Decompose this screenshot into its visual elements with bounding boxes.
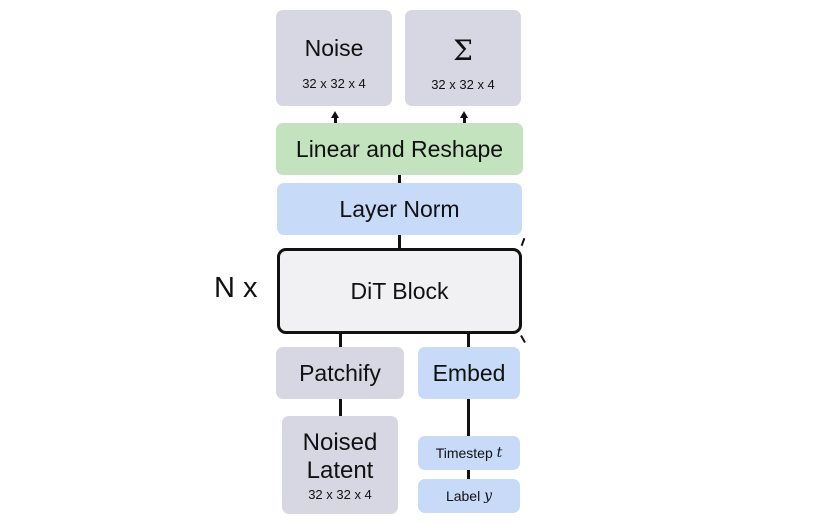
arrowhead-noise	[331, 111, 339, 118]
noised-latent-dims: 32 x 32 x 4	[308, 486, 372, 502]
dit-bracket-bottom	[520, 335, 526, 343]
timestep-box: Timestep t	[418, 436, 520, 470]
connector-patchify-latent	[339, 397, 342, 417]
linear-reshape-label: Linear and Reshape	[295, 135, 504, 162]
noised-latent-box: Noised Latent 32 x 32 x 4	[282, 416, 398, 514]
connector-layernorm-dit	[398, 233, 401, 249]
connector-embed-timestep	[467, 397, 470, 437]
patchify-box: Patchify	[276, 347, 404, 399]
dit-block-label: DiT Block	[350, 277, 449, 304]
connector-sigma-arrow	[463, 118, 466, 126]
class-label-var: y	[484, 488, 493, 504]
connector-noise-arrow	[334, 118, 337, 126]
noise-output-box: Noise 32 x 32 x 4	[276, 10, 392, 106]
connector-timestep-label	[467, 469, 470, 481]
layer-norm-label: Layer Norm	[339, 195, 460, 222]
dit-block: DiT Block	[277, 248, 522, 334]
connector-dit-patchify	[339, 332, 342, 350]
noise-dims: 32 x 32 x 4	[302, 76, 366, 91]
sigma-output-box: Σ 32 x 32 x 4	[405, 10, 521, 106]
embed-label: Embed	[432, 359, 506, 386]
patchify-label: Patchify	[299, 359, 381, 386]
sigma-label: Σ	[453, 34, 473, 67]
noise-label: Noise	[304, 35, 364, 61]
noised-latent-line1: Noised	[302, 428, 378, 456]
class-label-label: Label	[445, 488, 485, 504]
timestep-var: t	[496, 445, 503, 461]
connector-dit-embed	[467, 332, 470, 350]
repeat-label: N x	[214, 272, 258, 304]
noised-latent-line2: Latent	[306, 456, 374, 484]
timestep-label: Timestep	[435, 445, 497, 461]
class-label-box: Label y	[418, 479, 520, 513]
arrowhead-sigma	[460, 111, 468, 118]
embed-box: Embed	[418, 347, 520, 399]
connector-linear-layernorm	[398, 172, 401, 186]
sigma-dims: 32 x 32 x 4	[431, 77, 495, 92]
dit-bracket-top	[520, 237, 526, 247]
linear-reshape-box: Linear and Reshape	[276, 123, 523, 175]
layer-norm-box: Layer Norm	[277, 183, 522, 235]
